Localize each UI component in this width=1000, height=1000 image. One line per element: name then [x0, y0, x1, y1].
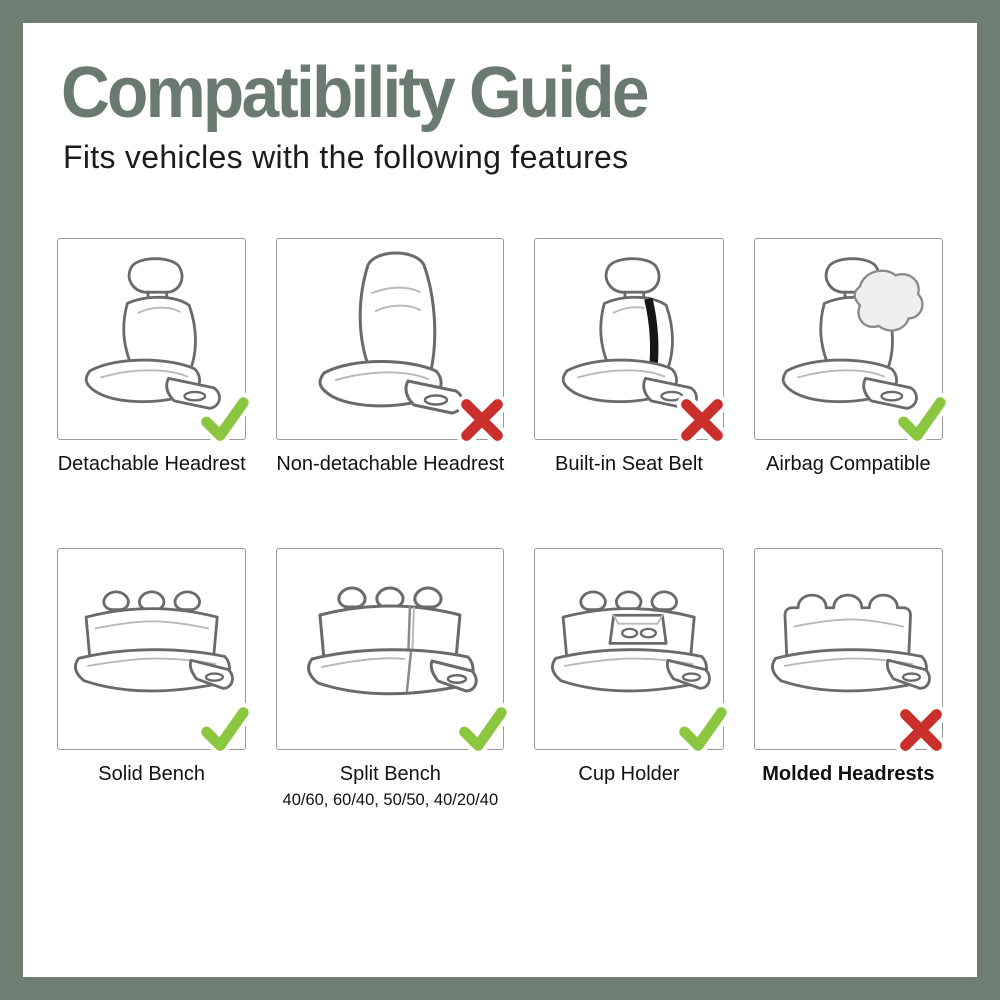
- check-icon: [455, 702, 512, 756]
- seat-airbag-icon: [781, 257, 924, 410]
- cross-icon: [895, 704, 947, 756]
- feature-label: Solid Bench: [98, 763, 206, 785]
- seat-detachable-headrest-icon: [84, 257, 221, 410]
- status-mark: [671, 699, 733, 761]
- illustration-box: [753, 548, 947, 756]
- illustration-box: [753, 238, 951, 446]
- bench-cup-holder-icon: [551, 590, 712, 693]
- status-mark: [671, 389, 733, 451]
- feature-label: Airbag Compatible: [766, 453, 931, 475]
- bench-molded-headrests-icon: [770, 593, 931, 693]
- feature-card-airbag-compatible: Airbag Compatible: [753, 238, 951, 476]
- status-mark: [193, 699, 255, 761]
- check-icon: [197, 702, 254, 756]
- check-icon: [197, 392, 254, 446]
- illustration-box: [57, 548, 254, 756]
- status-mark: [451, 389, 513, 451]
- illustration-box: [534, 238, 727, 446]
- feature-card-non-detachable-headrest: Non-detachable Headrest: [276, 238, 508, 476]
- page-background: Compatibility Guide Fits vehicles with t…: [23, 23, 977, 977]
- status-mark: [890, 389, 952, 451]
- page-subtitle: Fits vehicles with the following feature…: [63, 139, 629, 175]
- feature-card-split-bench: Split Bench 40/60, 60/40, 50/50, 40/20/4…: [276, 548, 512, 810]
- page-title: Compatibility Guide: [61, 53, 649, 133]
- compatibility-grid: Detachable Headrest: [57, 238, 951, 810]
- illustration-box: [276, 548, 512, 756]
- check-icon: [893, 392, 951, 446]
- feature-card-molded-headrests: Molded Headrests: [753, 548, 947, 810]
- feature-label: Non-detachable Headrest: [276, 453, 505, 475]
- feature-card-detachable-headrest: Detachable Headrest: [57, 238, 254, 476]
- feature-label: Cup Holder: [578, 763, 680, 785]
- feature-label: Split Bench: [339, 763, 441, 785]
- status-mark: [890, 699, 952, 761]
- feature-sublabel: 40/60, 60/40, 50/50, 40/20/40: [282, 791, 499, 809]
- feature-card-cup-holder: Cup Holder: [534, 548, 731, 810]
- status-mark: [193, 389, 255, 451]
- illustration-box: [276, 238, 508, 446]
- bench-solid-icon: [74, 590, 234, 693]
- check-icon: [674, 702, 731, 756]
- illustration-box: [57, 238, 254, 446]
- feature-label: Molded Headrests: [762, 763, 935, 785]
- feature-label: Built-in Seat Belt: [555, 453, 703, 475]
- feature-card-solid-bench: Solid Bench: [57, 548, 254, 810]
- cross-icon: [676, 394, 727, 446]
- illustration-box: [534, 548, 731, 756]
- bench-split-icon: [307, 586, 479, 696]
- feature-card-built-in-seat-belt: Built-in Seat Belt: [534, 238, 727, 476]
- cross-icon: [457, 394, 508, 446]
- seat-non-detachable-headrest-icon: [318, 251, 465, 415]
- feature-label: Detachable Headrest: [57, 453, 246, 475]
- status-mark: [451, 699, 513, 761]
